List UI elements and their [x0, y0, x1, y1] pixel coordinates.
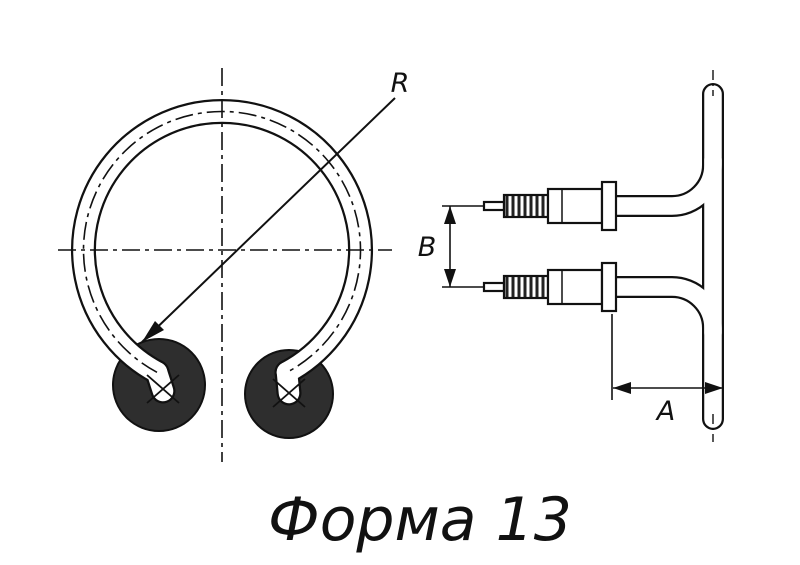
- thread-stud: [502, 274, 550, 300]
- front-view: R: [58, 68, 409, 462]
- dim-a-arrow-left: [613, 382, 631, 394]
- tube-top-bend: [605, 85, 722, 215]
- ring-stub-right: [276, 362, 300, 404]
- dim-b-label: B: [418, 232, 437, 263]
- terminal-pin: [482, 200, 506, 212]
- thread-stud: [502, 193, 550, 219]
- side-view: B A: [418, 70, 724, 442]
- dim-a-label: A: [655, 396, 675, 427]
- dim-b-arrow-down: [444, 269, 456, 287]
- terminal-flange: [600, 261, 618, 313]
- terminal-top: [442, 180, 618, 232]
- caption: Форма 13: [268, 485, 572, 555]
- weld-mark-line: [146, 374, 180, 404]
- radius-arrowhead: [142, 321, 164, 342]
- weld-marks: [146, 374, 306, 408]
- terminal-flange: [600, 180, 618, 232]
- weld-mark-line: [272, 378, 306, 408]
- radius-label: R: [391, 68, 410, 99]
- terminal-block: [546, 268, 604, 306]
- dimension-b: B: [418, 206, 456, 287]
- terminal-bottom: [442, 261, 618, 313]
- dimension-a: A: [611, 314, 723, 427]
- radius-leader-line: [141, 97, 396, 343]
- terminal-pin: [482, 281, 506, 293]
- dim-a-arrow-right: [705, 382, 723, 394]
- terminal-block: [546, 187, 604, 225]
- dim-b-arrow-up: [444, 206, 456, 224]
